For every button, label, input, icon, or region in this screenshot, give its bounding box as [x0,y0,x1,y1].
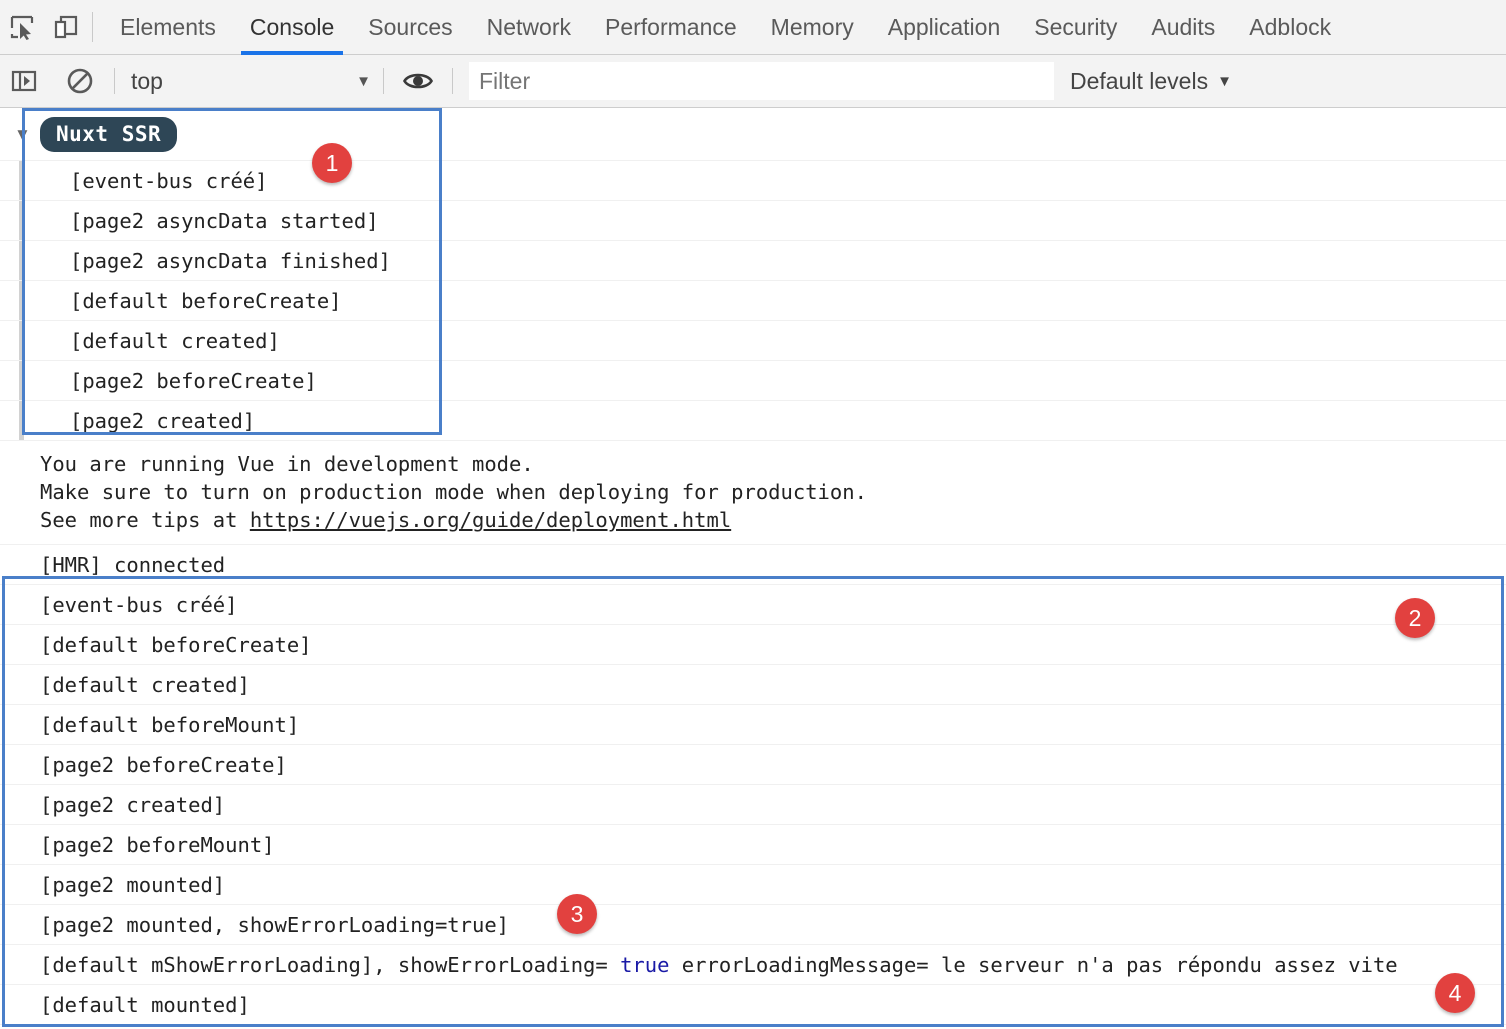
console-line[interactable]: [page2 beforeMount] [0,825,1506,865]
tab-audits[interactable]: Audits [1151,13,1216,40]
console-line[interactable]: [default created] [0,665,1506,705]
console-line-hmr[interactable]: [HMR] connected [0,545,1506,585]
vue-dev-mode-warning[interactable]: You are running Vue in development mode.… [0,441,1506,545]
console-client-lines: [event-bus créé] [default beforeCreate] … [0,585,1506,1025]
devtools-tab-bar: Elements Console Sources Network Perform… [0,0,1506,55]
group-indent-rail [19,161,24,441]
tab-sources[interactable]: Sources [368,13,453,40]
vue-deployment-link[interactable]: https://vuejs.org/guide/deployment.html [249,508,732,532]
console-line[interactable]: [page2 mounted] [0,865,1506,905]
tab-memory[interactable]: Memory [770,13,854,40]
clear-console-icon[interactable] [58,59,102,103]
console-group-body: [event-bus créé] [page2 asyncData starte… [0,161,1506,441]
filter-input[interactable] [469,62,1054,100]
annotation-badge-3: 3 [557,894,597,934]
console-line[interactable]: [page2 asyncData started] [0,201,1506,241]
annotation-badge-4: 4 [1435,973,1475,1013]
log-levels-label: Default levels [1070,67,1209,94]
filterbar-divider-3 [452,68,453,94]
execution-context-value: top [131,67,163,94]
tab-adblock[interactable]: Adblock [1249,13,1332,40]
log-levels-dropdown[interactable]: Default levels ▼ [1070,68,1232,95]
annotation-badge-1: 1 [312,143,352,183]
console-line[interactable]: [page2 created] [0,401,1506,441]
device-toolbar-icon[interactable] [44,5,88,49]
console-line[interactable]: [page2 beforeCreate] [0,361,1506,401]
console-line-error-loading[interactable]: [default mShowErrorLoading], showErrorLo… [0,945,1506,985]
tab-application[interactable]: Application [887,13,1001,40]
triangle-down-icon[interactable]: ▼ [14,125,31,144]
console-line[interactable]: [default created] [0,321,1506,361]
execution-context-select[interactable]: top ▼ [115,61,383,101]
console-line[interactable]: [event-bus créé] [0,585,1506,625]
console-line[interactable]: [event-bus créé] [0,161,1506,201]
error-line-boolean: true [620,952,670,977]
annotation-badge-2: 2 [1395,598,1435,638]
console-line[interactable]: [page2 created] [0,785,1506,825]
console-group-header[interactable]: ▼ Nuxt SSR [0,109,1506,161]
console-sidebar-icon[interactable] [2,59,46,103]
eye-icon[interactable] [396,59,440,103]
console-line[interactable]: [page2 mounted, showErrorLoading=true] [0,905,1506,945]
console-message-list[interactable]: ▼ Nuxt SSR [event-bus créé] [page2 async… [0,109,1506,1029]
nuxt-ssr-badge: Nuxt SSR [40,116,178,153]
console-line[interactable]: [page2 asyncData finished] [0,241,1506,281]
tab-console[interactable]: Console [233,0,351,55]
tab-elements[interactable]: Elements [120,13,216,40]
filterbar-divider-1 [114,68,115,94]
console-line[interactable]: [default beforeMount] [0,705,1506,745]
vue-warning-line-1: You are running Vue in development mode. [40,452,534,476]
console-line[interactable]: [page2 beforeCreate] [0,745,1506,785]
chevron-down-icon: ▼ [1217,72,1232,90]
console-line[interactable]: [default beforeCreate] [0,281,1506,321]
vue-warning-line-2: Make sure to turn on production mode whe… [40,480,867,504]
toolbar-divider [92,12,93,42]
tab-security[interactable]: Security [1034,13,1118,40]
tab-performance[interactable]: Performance [605,13,737,40]
chevron-down-icon: ▼ [356,72,371,90]
console-group-nuxt-ssr: ▼ Nuxt SSR [event-bus créé] [page2 async… [0,109,1506,441]
console-line[interactable]: [default beforeCreate] [0,625,1506,665]
vue-warning-line-3-prefix: See more tips at [40,508,250,532]
error-line-suffix: errorLoadingMessage= le serveur n'a pas … [669,952,1398,977]
inspect-element-icon[interactable] [0,5,44,49]
tab-network[interactable]: Network [486,13,571,40]
console-filter-bar: top ▼ Default levels ▼ [0,55,1506,108]
filterbar-divider-2 [383,68,384,94]
console-line[interactable]: [default mounted] [0,985,1506,1025]
error-line-prefix: [default mShowErrorLoading], showErrorLo… [40,952,621,977]
